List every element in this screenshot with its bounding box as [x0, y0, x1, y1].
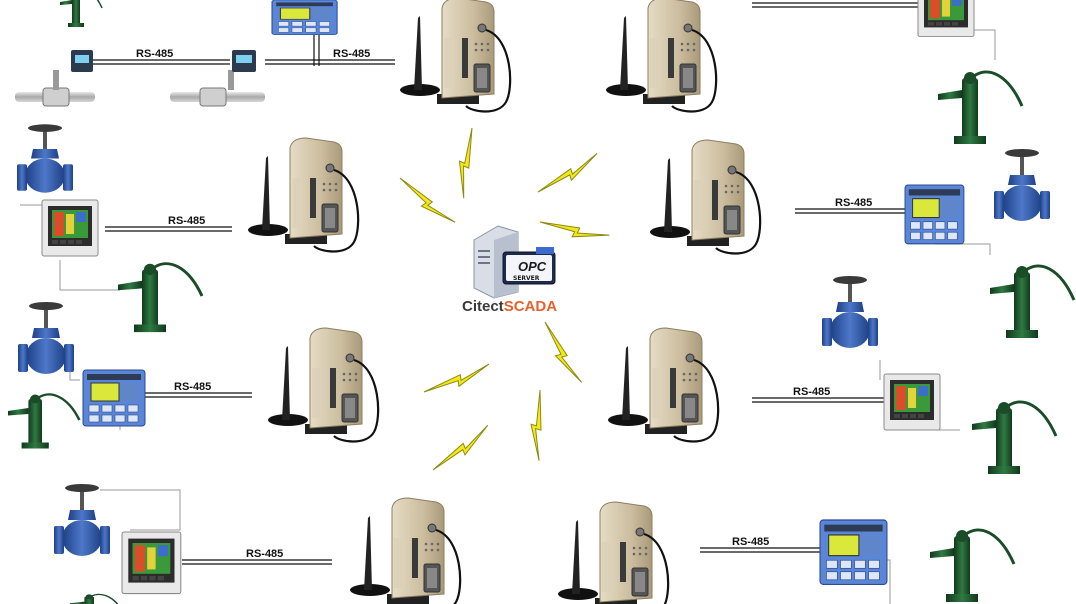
hand-pump-icon	[116, 262, 204, 334]
server-text: SERVER	[513, 275, 540, 282]
opc-text: OPC	[518, 259, 547, 274]
lightning-icon	[432, 412, 489, 484]
radio-modem-icon	[266, 326, 380, 443]
lightning-icon	[537, 136, 598, 209]
hand-pump-icon	[936, 70, 1024, 146]
flowmeter-icon	[15, 50, 95, 107]
radio-modem-icon	[398, 0, 512, 113]
hand-pump-icon	[69, 593, 122, 604]
rs485-label: RS-485	[793, 386, 830, 398]
hand-pump-icon	[988, 264, 1076, 340]
hand-pump-icon	[6, 393, 81, 450]
radio-modem-icon	[348, 496, 462, 604]
brand-citect: Citect	[462, 298, 504, 315]
rs485-label: RS-485	[174, 381, 211, 393]
valve-icon	[822, 276, 878, 348]
scada-brand: CitectSCADA	[462, 298, 557, 315]
control-panel-icon	[819, 519, 888, 585]
lightning-icon	[539, 202, 610, 255]
control-panel-icon	[917, 0, 975, 37]
control-panel-icon	[41, 199, 99, 257]
valve-icon	[17, 124, 73, 193]
radio-modem-icon	[556, 500, 670, 604]
rs485-labels: RS-485 RS-485 RS-485 RS-485 RS-485 RS-48…	[136, 48, 872, 560]
lightning-icon	[527, 321, 600, 383]
control-panel-icon	[904, 184, 965, 245]
brand-scada: SCADA	[504, 298, 558, 315]
control-panel-icon	[82, 369, 146, 427]
rs485-label: RS-485	[333, 48, 370, 60]
valve-icon	[18, 302, 74, 374]
control-panel-icon	[271, 0, 338, 36]
scada-server: OPC SERVER CitectSCADA	[462, 225, 557, 315]
radio-modem-icon	[648, 138, 762, 255]
rs485-label: RS-485	[136, 48, 173, 60]
lightning-icon	[509, 389, 570, 462]
hand-pump-icon	[970, 400, 1058, 476]
lightning-icon	[423, 342, 490, 414]
lightning-icon	[439, 127, 496, 199]
rs485-label: RS-485	[168, 215, 205, 227]
valve-icon	[994, 149, 1050, 221]
radio-modem-icon	[246, 136, 360, 253]
rs485-label: RS-485	[732, 536, 769, 548]
control-panel-icon	[121, 531, 182, 595]
flowmeter-icon	[170, 50, 265, 107]
valve-icon	[54, 484, 110, 556]
control-panel-icon	[883, 373, 941, 431]
radio-modem-icon	[606, 326, 720, 443]
opc-server-badge: OPC SERVER	[502, 247, 556, 285]
rs485-label: RS-485	[246, 548, 283, 560]
lightning-icon	[393, 177, 462, 223]
radio-modem-icon	[604, 0, 718, 113]
hand-pump-icon	[928, 528, 1016, 604]
rs485-label: RS-485	[835, 197, 872, 209]
hand-pump-icon	[59, 0, 103, 28]
